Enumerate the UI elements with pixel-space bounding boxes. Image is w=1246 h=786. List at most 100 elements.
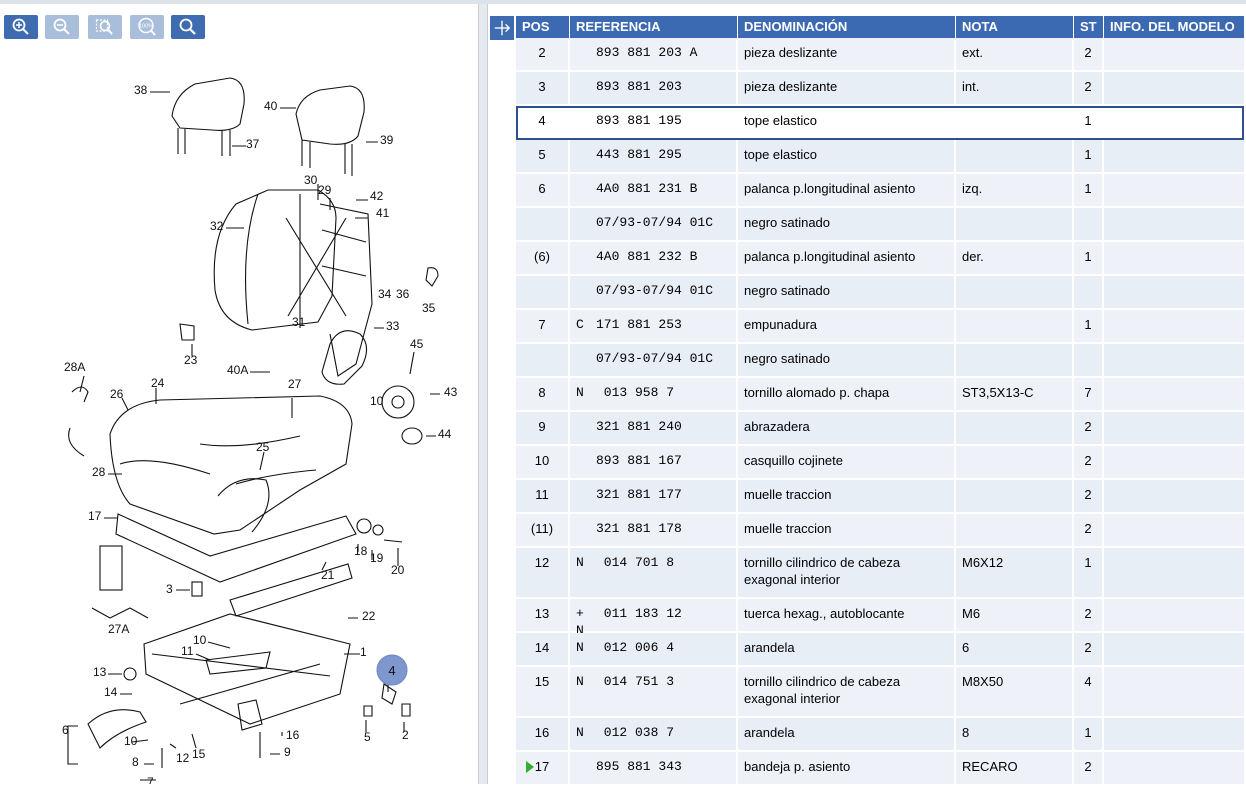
part-label-9[interactable]: 9 [284, 745, 291, 759]
cell-info-modelo [1104, 548, 1244, 597]
pane-splitter[interactable] [478, 4, 488, 784]
search-button[interactable] [171, 15, 205, 39]
expand-collapse-button[interactable] [490, 16, 514, 40]
zoom-100-button[interactable]: 100% [130, 15, 164, 39]
part-label-45[interactable]: 45 [410, 337, 424, 351]
part-label-20[interactable]: 20 [391, 563, 405, 577]
part-label-7[interactable]: 7 [147, 775, 154, 784]
part-label-29[interactable]: 29 [318, 183, 332, 197]
part-label-40A[interactable]: 40A [227, 363, 248, 377]
part-label-25[interactable]: 25 [256, 440, 270, 454]
part-label-33[interactable]: 33 [386, 319, 400, 333]
cell-pos: 4 [516, 106, 570, 138]
cell-nota [956, 276, 1074, 308]
cell-pos: 6 [516, 174, 570, 206]
part-label-15[interactable]: 15 [192, 747, 206, 761]
part-label-8[interactable]: 8 [132, 755, 139, 769]
part-label-28[interactable]: 28 [92, 465, 106, 479]
part-label-5[interactable]: 5 [364, 730, 371, 744]
part-label-21[interactable]: 21 [321, 568, 335, 582]
col-nota[interactable]: NOTA [956, 16, 1074, 38]
part-label-1[interactable]: 1 [360, 645, 367, 659]
part-label-27A[interactable]: 27A [108, 622, 129, 636]
zoom-out-icon [53, 18, 70, 35]
part-label-44[interactable]: 44 [438, 427, 452, 441]
part-label-34[interactable]: 34 [378, 287, 392, 301]
part-label-39[interactable]: 39 [380, 133, 394, 147]
part-label-41[interactable]: 41 [376, 206, 390, 220]
part-label-26[interactable]: 26 [110, 387, 124, 401]
part-label-10[interactable]: 10 [124, 734, 138, 748]
part-label-37[interactable]: 37 [246, 137, 260, 151]
part-label-14[interactable]: 14 [104, 685, 118, 699]
part-label-27[interactable]: 27 [288, 377, 302, 391]
part-label-35[interactable]: 35 [422, 301, 436, 315]
part-label-16[interactable]: 16 [286, 728, 300, 742]
col-st[interactable]: ST [1074, 16, 1104, 38]
part-label-30[interactable]: 30 [304, 173, 318, 187]
part-label-11[interactable]: 11 [181, 644, 194, 658]
part-label-2[interactable]: 2 [402, 728, 409, 742]
cell-pos: 13 [516, 599, 570, 631]
zoom-out-button[interactable] [45, 15, 79, 39]
part-label-38[interactable]: 38 [134, 83, 148, 97]
cell-referencia: 07/93-07/94 01C [570, 276, 738, 308]
part-label-31[interactable]: 31 [292, 315, 306, 329]
ref-number: 013 958 7 [596, 385, 675, 400]
part-label-24[interactable]: 24 [151, 376, 165, 390]
part-label-19[interactable]: 19 [370, 551, 384, 565]
zoom-area-button[interactable] [88, 15, 122, 39]
part-label-6[interactable]: 6 [62, 723, 69, 737]
zoom-area-icon [95, 19, 113, 35]
part-label-32[interactable]: 32 [210, 219, 224, 233]
col-denominacion[interactable]: DENOMINACIÓN [738, 16, 956, 38]
cell-st [1074, 208, 1104, 240]
col-info-modelo[interactable]: INFO. DEL MODELO [1110, 19, 1235, 34]
cell-st: 1 [1074, 548, 1104, 597]
part-label-10[interactable]: 10 [370, 394, 384, 408]
part-label-40[interactable]: 40 [264, 99, 278, 113]
col-referencia[interactable]: REFERENCIA [570, 16, 738, 38]
part-label-42[interactable]: 42 [370, 189, 384, 203]
cell-denominacion: arandela [738, 633, 956, 665]
part-label-12[interactable]: 12 [176, 751, 190, 765]
ref-prefix [576, 350, 596, 374]
col-pos[interactable]: POS [516, 16, 570, 38]
zoom-in-button[interactable] [4, 15, 38, 39]
part-label-10[interactable]: 10 [193, 633, 207, 647]
part-label-23[interactable]: 23 [184, 353, 198, 367]
part-label-22[interactable]: 22 [362, 609, 376, 623]
cell-nota [956, 208, 1074, 240]
ref-prefix: N [576, 385, 584, 400]
part-label-17[interactable]: 17 [88, 509, 102, 523]
part-label-36[interactable]: 36 [396, 287, 410, 301]
part-label-3[interactable]: 3 [166, 582, 173, 596]
part-label-28A[interactable]: 28A [64, 360, 85, 374]
part-label-43[interactable]: 43 [444, 385, 458, 399]
cell-referencia: 07/93-07/94 01C [570, 344, 738, 376]
part-label-13[interactable]: 13 [93, 665, 107, 679]
part-label-18[interactable]: 18 [354, 544, 368, 558]
